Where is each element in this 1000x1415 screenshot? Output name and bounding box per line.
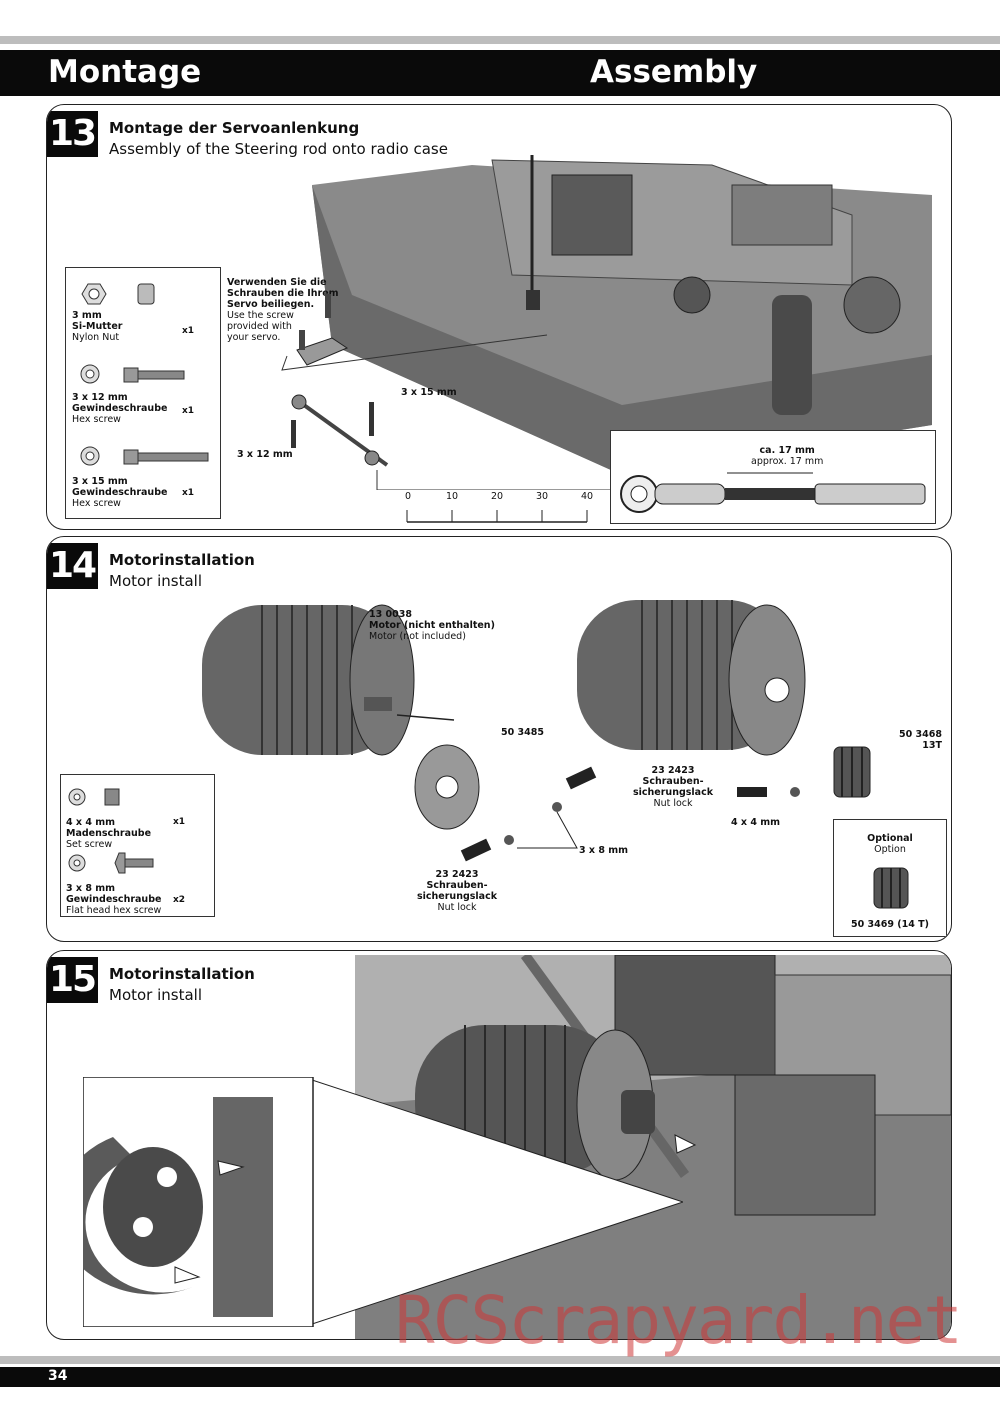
header-title-en: Assembly [590,54,758,90]
steering-rod [620,472,926,513]
part-qty: x1 [182,406,195,416]
set-screw-label: 4 x 4 mm [731,817,781,828]
set-screw-icon [68,788,120,806]
screw-3x15-label: 3 x 15 mm [401,387,457,398]
step-title: Montage der Servoanlenkung [109,119,360,137]
hex-screw-15-icon [80,446,209,466]
mount-code: 50 3485 [501,727,544,738]
optional-code: 50 3469 (14 T) [851,919,929,930]
step-title: Motorinstallation [109,965,255,983]
step-number: 15 [47,957,98,1003]
ruler-tick: 0 [405,491,412,502]
motor-mount [414,744,480,830]
header-title-de: Montage [48,54,202,90]
top-rule [0,36,1000,44]
step-number: 14 [47,543,98,589]
zoom-inset [83,1077,683,1327]
ruler-tick: 20 [491,491,504,502]
part-qty: x1 [173,817,186,827]
step-15-panel: 15 Motorinstallation Motor install [46,950,952,1340]
mount-screws [460,766,597,862]
part-qty: x2 [173,895,186,905]
watermark: RCScrapyard.net [395,1282,963,1359]
page-number: 34 [48,1368,68,1384]
screw-3x12-label: 3 x 12 mm [237,449,293,460]
steering-linkage [281,294,657,490]
measuring-ruler [406,510,588,523]
ruler-tick: 30 [536,491,549,502]
optional-pinion-gear [873,867,909,909]
nylon-nut-icon [81,283,155,305]
step-13-panel: 13 Montage der Servoanlenkung Assembly o… [46,104,952,530]
part-qty: x1 [182,488,195,498]
flat-head-screw-icon [68,852,154,874]
header-bar: Montage Assembly [0,50,1000,96]
step-subtitle: Assembly of the Steering rod onto radio … [109,140,448,158]
motor-illustration [202,604,455,756]
chassis-illustration [312,155,932,475]
screw-3x8-label: 3 x 8 mm [579,845,629,856]
pinion-gear [833,746,871,798]
motor-with-mount-illustration [577,600,806,756]
hex-screw-12-icon [80,364,185,384]
set-screw-parts [737,787,800,797]
part-qty: x1 [182,326,195,336]
step-subtitle: Motor install [109,986,203,1004]
ruler-tick: 10 [446,491,459,502]
step-number: 13 [47,111,98,157]
bottom-rule [0,1356,1000,1364]
step-14-panel: 14 Motorinstallation Motor install 13 00… [46,536,952,942]
step-subtitle: Motor install [109,572,203,590]
step-title: Motorinstallation [109,551,255,569]
ruler-tick: 40 [581,491,594,502]
footer-bar: 34 [0,1367,1000,1387]
